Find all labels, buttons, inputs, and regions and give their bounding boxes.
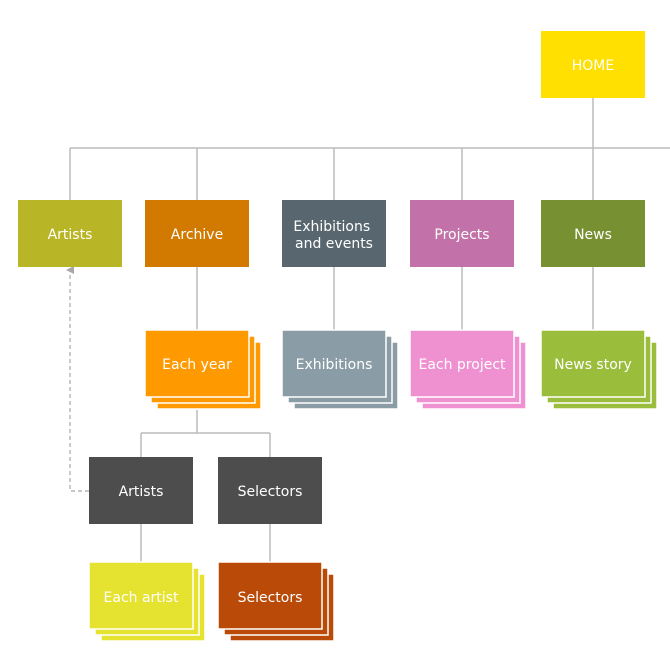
node-archive-artists-label: Artists — [119, 484, 164, 500]
node-projects[interactable]: Projects — [410, 200, 514, 267]
node-each-year[interactable]: Each year — [144, 329, 262, 410]
node-archive-artists-box — [89, 457, 193, 524]
dashed-link-to-artists — [66, 266, 89, 492]
node-exhibitions-and-events[interactable]: Exhibitions and events — [282, 200, 386, 267]
node-artists-label: Artists — [48, 227, 93, 243]
node-exhibitions-and-events-label: Exhibitions and events — [293, 219, 374, 252]
node-news[interactable]: News — [541, 200, 645, 267]
node-artists-box — [18, 200, 122, 267]
node-news-story-box — [540, 329, 646, 398]
node-selectors-pages[interactable]: Selectors — [217, 561, 335, 642]
node-projects-box — [410, 200, 514, 267]
node-news-story-label: News story — [554, 357, 632, 373]
node-home-box — [541, 31, 645, 98]
node-each-project[interactable]: Each project — [409, 329, 527, 410]
node-home[interactable]: HOME — [541, 31, 645, 98]
node-exhibitions[interactable]: Exhibitions — [281, 329, 399, 410]
node-artists[interactable]: Artists — [18, 200, 122, 267]
node-news-box — [541, 200, 645, 267]
node-archive-box — [145, 200, 249, 267]
node-each-artist-label: Each artist — [104, 590, 179, 606]
node-exhibitions-and-events-box — [282, 200, 386, 267]
node-archive-artists[interactable]: Artists — [89, 457, 193, 524]
node-archive-selectors-box — [218, 457, 322, 524]
node-selectors-pages-label: Selectors — [238, 590, 303, 606]
node-news-story[interactable]: News story — [540, 329, 658, 410]
node-exhibitions-and-events-line1: Exhibitions — [293, 219, 370, 235]
node-each-artist-box — [88, 561, 194, 630]
node-each-year-label: Each year — [162, 357, 232, 373]
node-each-project-label: Each project — [418, 357, 506, 373]
node-archive-selectors[interactable]: Selectors — [218, 457, 322, 524]
node-exhibitions-box — [281, 329, 387, 398]
node-exhibitions-label: Exhibitions — [296, 357, 373, 373]
node-archive-label: Archive — [171, 227, 223, 243]
node-selectors-pages-box — [217, 561, 323, 630]
node-home-label: HOME — [572, 58, 614, 74]
node-projects-label: Projects — [434, 227, 489, 243]
node-archive[interactable]: Archive — [145, 200, 249, 267]
connector-lines — [69, 98, 670, 562]
node-news-label: News — [574, 227, 612, 243]
node-exhibitions-and-events-line2: and events — [295, 236, 373, 252]
node-each-project-box — [409, 329, 515, 398]
node-archive-selectors-label: Selectors — [238, 484, 303, 500]
node-each-year-box — [144, 329, 250, 398]
node-each-artist[interactable]: Each artist — [88, 561, 206, 642]
